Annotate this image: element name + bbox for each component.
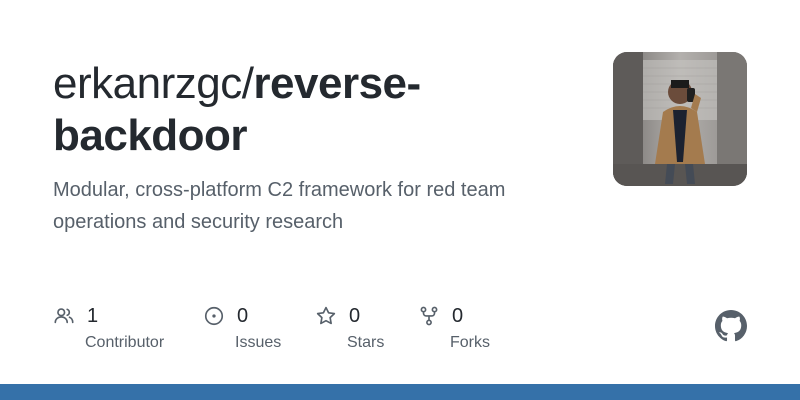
stat-contributors[interactable]: 1 Contributor — [53, 302, 164, 362]
repo-slash: / — [241, 59, 254, 108]
star-icon — [316, 306, 336, 325]
avatar-photo — [613, 52, 747, 186]
owner-avatar[interactable] — [613, 52, 747, 186]
stat-count: 0 — [237, 304, 249, 327]
stat-forks[interactable]: 0 Forks — [418, 302, 490, 362]
stat-count: 0 — [452, 304, 464, 327]
repo-name-part2: backdoor — [53, 111, 248, 160]
repo-owner: erkanrzgc — [53, 59, 242, 108]
people-icon — [54, 308, 74, 324]
repo-stats: 1 Contributor 0 Issues 0 Stars — [53, 302, 613, 362]
issue-icon — [204, 306, 224, 326]
fork-icon — [420, 306, 438, 326]
stat-label: Stars — [347, 334, 385, 351]
repo-name-part1: reverse- — [253, 59, 421, 108]
github-mark-icon[interactable] — [715, 310, 747, 342]
repo-title[interactable]: erkanrzgc/reverse-backdoor — [53, 58, 573, 162]
stat-label: Issues — [235, 334, 282, 351]
stat-stars[interactable]: 0 Stars — [315, 302, 384, 362]
stat-label: Forks — [450, 334, 490, 351]
repo-description: Modular, cross-platform C2 framework for… — [53, 179, 506, 233]
stat-count: 1 — [87, 304, 99, 327]
stat-label: Contributor — [85, 334, 165, 351]
stat-count: 0 — [349, 304, 361, 327]
language-bar — [0, 384, 800, 400]
stat-issues[interactable]: 0 Issues — [203, 302, 281, 362]
